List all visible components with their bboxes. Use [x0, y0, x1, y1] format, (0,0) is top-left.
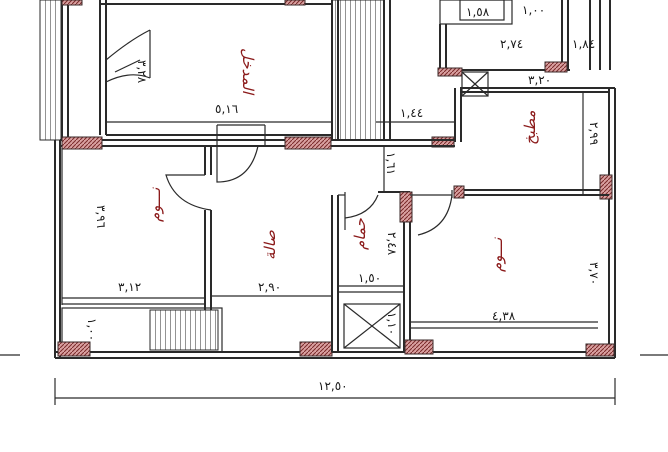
dim-shaft-depth: ١,١٠	[385, 312, 399, 335]
dim-balcony-depth: ١,٠٠	[85, 318, 99, 341]
bedroom-right	[410, 185, 615, 357]
dim-bedroom-right-width: ٤,٣٨	[492, 309, 516, 323]
bedroom-left	[61, 145, 259, 310]
balcony-bottom-left	[57, 307, 333, 357]
dim-top-d: ١,٨٤	[572, 37, 595, 51]
hall-room	[211, 195, 339, 352]
dim-total-width: ١٢,٥٠	[318, 379, 348, 393]
bath-room	[338, 191, 434, 355]
middle-wall	[60, 124, 455, 150]
room-label-bedroom-right: نـــوم	[488, 237, 506, 272]
dim-bedroom-left-width: ٣,١٢	[118, 280, 141, 294]
dim-hall-width: ٢,٩٠	[258, 280, 281, 294]
dim-bath-depth: ٢,٤٨	[385, 232, 399, 256]
dim-bedroom-left-depth: ٣,٩٦	[94, 205, 108, 228]
dim-entrance-width: ٥,١٦	[215, 102, 238, 116]
stair-top-center	[331, 0, 391, 141]
room-label-hall: صالة	[261, 230, 279, 260]
stair-top-left	[39, 0, 69, 141]
dim-top-c: ٢,٧٤	[500, 37, 523, 51]
dim-corridor-width: ١,٤٤	[400, 106, 423, 120]
dim-bedroom-right-depth: ٣,٧٠	[587, 262, 601, 285]
shaft-top	[461, 71, 489, 97]
dim-entrance-depth: ٣,٢٨	[135, 60, 149, 84]
kitchen-room	[431, 88, 613, 200]
room-label-bedroom-left: نـــوم	[146, 187, 164, 222]
room-label-entrance: المدخل	[239, 48, 257, 96]
dim-top-a: ١,٥٨	[466, 5, 490, 19]
room-label-kitchen: مطبخ	[521, 110, 539, 145]
dim-top-b: ١,٠٠	[522, 3, 545, 17]
top-right-block	[437, 0, 611, 77]
room-label-bath: حمام	[351, 217, 369, 250]
dim-kitchen-depth: ٢,٩٩	[587, 122, 601, 145]
entrance-room	[61, 0, 332, 136]
dim-bath-width: ١,٥٠	[358, 271, 381, 285]
dim-corridor-depth: ١,٦١	[384, 152, 398, 175]
dim-kitchen-width: ٣,٢٠	[528, 73, 551, 87]
total-dimension-line	[54, 378, 616, 405]
